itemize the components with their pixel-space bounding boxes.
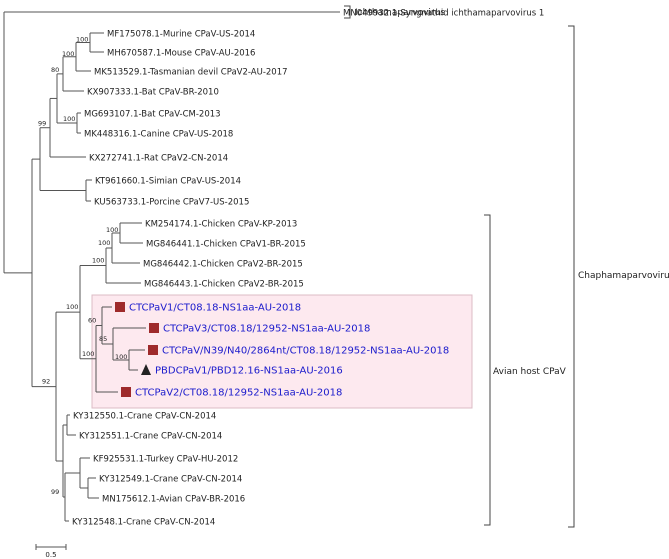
chapha-bracket (568, 25, 575, 528)
taxon-label: KF925531.1-Turkey CPaV-HU-2012 (93, 455, 238, 465)
taxon-label: MK513529.1-Tasmanian devil CPaV2-AU-2017 (94, 68, 288, 78)
taxon-label: MN049932.1-Syngnathid ichthamaparvovirus… (343, 9, 544, 19)
bootstrap-value: 100 (63, 115, 75, 123)
taxon-label: MN175612.1-Avian CPaV-BR-2016 (102, 495, 245, 505)
taxon-markers (115, 302, 159, 397)
taxon-label: KU563733.1-Porcine CPaV7-US-2015 (94, 198, 249, 208)
taxon-label: CTCPaV2/CT08.18/12952-NS1aa-AU-2018 (135, 388, 342, 399)
bootstrap-value: 100 (76, 36, 88, 44)
bootstrap-value: 100 (115, 353, 127, 361)
clade-label-chapha: Chaphamaparvovirus (578, 271, 669, 281)
taxon-label: MG846442.1-Chicken CPaV2-BR-2015 (143, 260, 303, 270)
taxon-label: MG846441.1-Chicken CPaV1-BR-2015 (146, 240, 306, 250)
taxon-label: KY312549.1-Crane CPaV-CN-2014 (99, 475, 242, 485)
taxon-label: CTCPaV/N39/N40/2864nt/CT08.18/12952-NS1a… (162, 346, 449, 357)
bootstrap-value: 80 (51, 66, 59, 74)
bootstrap-value: 99 (51, 488, 59, 496)
bootstrap-value: 100 (92, 257, 104, 265)
taxon-label: PBDCPaV1/PBD12.16-NS1aa-AU-2016 (155, 366, 343, 377)
clade-label-avian: Avian host CPaV (493, 367, 567, 377)
square-marker-icon (121, 387, 131, 397)
taxon-label: CTCPaV1/CT08.18-NS1aa-AU-2018 (129, 303, 301, 314)
taxon-label: KY312548.1-Crane CPaV-CN-2014 (72, 518, 215, 528)
clade-label-ichthama: Ichthamaparvovirus (355, 8, 445, 18)
bootstrap-value: 92 (42, 378, 50, 386)
taxon-label: KX907333.1-Bat CPaV-BR-2010 (87, 88, 219, 98)
bootstrap-value: 100 (62, 50, 74, 58)
taxon-labels: MN049932.1-Syngnathid ichthamaparvovirus… (72, 9, 544, 528)
tree-branches (3, 11, 340, 522)
square-marker-icon (115, 302, 125, 312)
square-marker-icon (149, 323, 159, 333)
square-marker-icon (148, 345, 158, 355)
taxon-label: CTCPaV3/CT08.18/12952-NS1aa-AU-2018 (163, 324, 370, 335)
taxon-label: MG846443.1-Chicken CPaV2-BR-2015 (144, 280, 304, 290)
taxon-label: MH670587.1-Mouse CPaV-AU-2016 (107, 49, 255, 59)
avian-bracket (484, 214, 491, 526)
bootstrap-value: 60 (88, 317, 96, 325)
taxon-label: MK448316.1-Canine CPaV-US-2018 (84, 130, 233, 140)
bootstrap-value: 100 (82, 350, 94, 358)
taxon-label: MF175078.1-Murine CPaV-US-2014 (107, 30, 255, 40)
bootstrap-value: 100 (106, 226, 118, 234)
taxon-label: MG693107.1-Bat CPaV-CM-2013 (84, 110, 221, 120)
taxon-label: KM254174.1-Chicken CPaV-KP-2013 (145, 220, 297, 230)
bootstrap-value: 100 (66, 303, 78, 311)
bootstrap-value: 100 (98, 239, 110, 247)
taxon-label: KT961660.1-Simian CPaV-US-2014 (95, 177, 241, 187)
bootstrap-value: 85 (99, 335, 107, 343)
bootstrap-value: 99 (38, 120, 46, 128)
taxon-label: KX272741.1-Rat CPaV2-CN-2014 (89, 154, 228, 164)
taxon-label: KY312550.1-Crane CPaV-CN-2014 (73, 412, 216, 422)
taxon-label: KY312551.1-Crane CPaV-CN-2014 (79, 432, 222, 442)
ichthama-bracket (344, 5, 351, 19)
triangle-marker-icon (141, 364, 151, 375)
scale-bar-label: 0.5 (45, 551, 56, 559)
